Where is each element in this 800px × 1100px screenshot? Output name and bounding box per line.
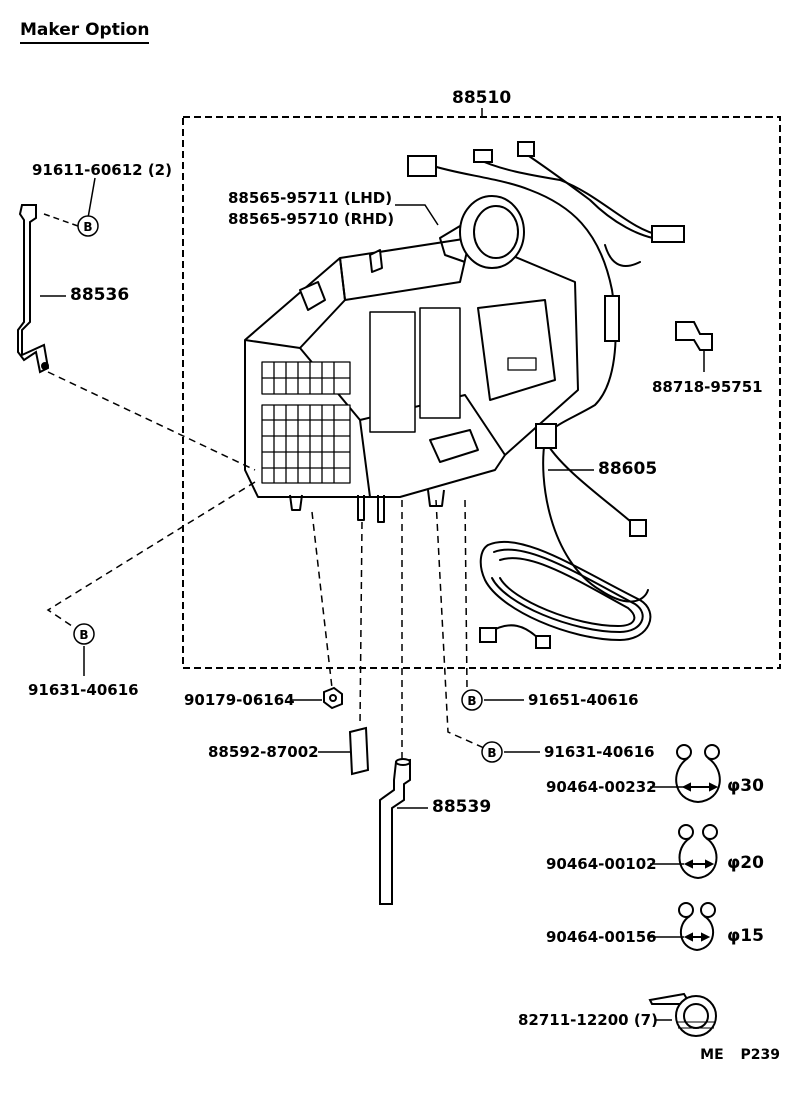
- footer-code: ME: [700, 1047, 724, 1063]
- bolt-b-marker-91631-right: B: [481, 741, 503, 763]
- callout-90464-00232: 90464-00232: [546, 778, 657, 796]
- callout-90464-00156: 90464-00156: [546, 928, 657, 946]
- callout-88539: 88539: [432, 797, 492, 817]
- callout-91631-40616-right: 91631-40616: [544, 743, 655, 761]
- callout-88565-95711-lhd: 88565-95711 (LHD): [228, 189, 393, 207]
- band-82711: [648, 992, 717, 1037]
- callout-91611-60612: 91611-60612 (2): [32, 161, 172, 179]
- svg-text:B: B: [467, 694, 476, 708]
- bracket-88536: [17, 204, 50, 374]
- callout-88565-95710-rhd: 88565-95710 (RHD): [228, 210, 395, 228]
- bracket-88718: [675, 321, 713, 351]
- hose-88592: [348, 726, 370, 776]
- bolt-b-marker-top: B: [77, 215, 99, 237]
- footer-page-number: P239: [740, 1047, 780, 1063]
- clamp-90464-00232: [675, 744, 721, 804]
- size-phi15: φ15: [727, 926, 764, 946]
- callout-88592-87002: 88592-87002: [208, 743, 319, 761]
- page-footer: ME P239: [688, 1048, 780, 1062]
- svg-text:B: B: [79, 628, 88, 642]
- wire-harness-88605: [407, 141, 685, 649]
- callout-90179-06164: 90179-06164: [184, 691, 295, 709]
- bolt-b-marker-left: B: [73, 623, 95, 645]
- size-phi20: φ20: [727, 853, 764, 873]
- callout-88605: 88605: [598, 459, 658, 479]
- callout-91631-40616-left: 91631-40616: [28, 681, 139, 699]
- callout-88536: 88536: [70, 285, 130, 305]
- nut-90179: [323, 686, 343, 710]
- heater-unit-88510: [244, 195, 579, 523]
- svg-text:B: B: [487, 746, 496, 760]
- callout-88718-95751: 88718-95751: [652, 378, 763, 396]
- size-phi30: φ30: [727, 776, 764, 796]
- clamp-90464-00156: [678, 902, 716, 952]
- callout-82711-12200: 82711-12200 (7): [518, 1011, 658, 1029]
- pipe-88539: [379, 758, 411, 905]
- mounting-dashed-lines: [46, 371, 485, 760]
- clamp-90464-00102: [678, 824, 718, 880]
- bolt-b-marker-91651: B: [461, 689, 483, 711]
- svg-text:B: B: [83, 220, 92, 234]
- assembly-number-88510: 88510: [452, 88, 512, 108]
- page-title: Maker Option: [20, 22, 150, 44]
- callout-90464-00102: 90464-00102: [546, 855, 657, 873]
- callout-91651-40616: 91651-40616: [528, 691, 639, 709]
- leader-lines: [40, 177, 705, 1021]
